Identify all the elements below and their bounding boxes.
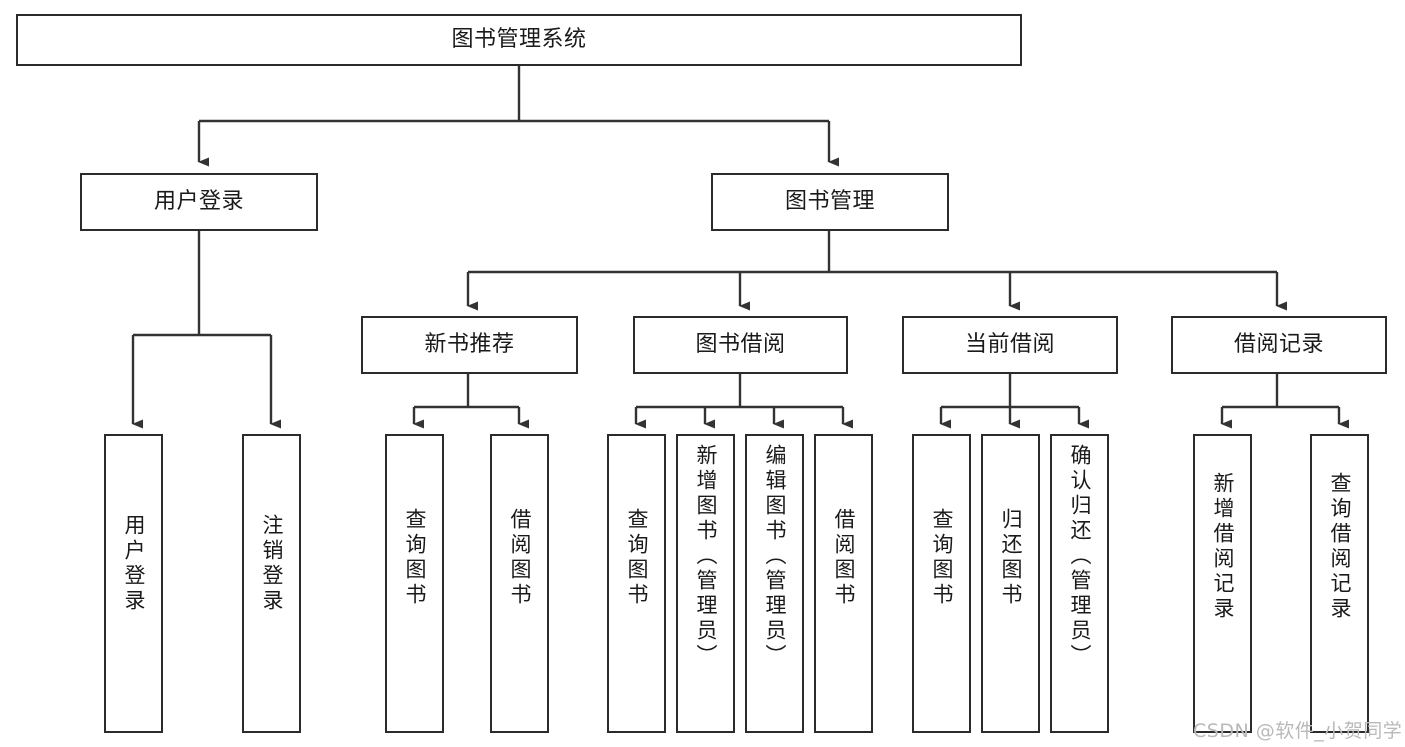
leaf-book-borrow-borrow-label: 借阅图书 <box>832 508 856 608</box>
node-borrow-record-label: 借阅记录 <box>1233 332 1324 358</box>
leaf-borrow-record-add-label: 新增借阅记录 <box>1211 472 1235 622</box>
node-book-borrow-label: 图书借阅 <box>695 332 786 358</box>
leaf-current-borrow-confirm[interactable]: 确认归还（管理员） <box>1050 434 1109 733</box>
leaf-user-login-login-label: 用户登录 <box>122 514 146 614</box>
leaf-user-login-login[interactable]: 用户登录 <box>104 434 163 733</box>
leaf-book-borrow-add-label: 新增图书（管理员） <box>694 444 718 669</box>
leaf-current-borrow-query[interactable]: 查询图书 <box>912 434 971 733</box>
node-new-book-recommend-label: 新书推荐 <box>424 332 515 358</box>
node-user-login-label: 用户登录 <box>153 189 244 215</box>
node-borrow-record[interactable]: 借阅记录 <box>1171 316 1387 374</box>
leaf-user-login-logout[interactable]: 注销登录 <box>242 434 301 733</box>
node-user-login[interactable]: 用户登录 <box>80 173 318 231</box>
node-root-system[interactable]: 图书管理系统 <box>16 14 1022 66</box>
leaf-current-borrow-return[interactable]: 归还图书 <box>981 434 1040 733</box>
leaf-book-borrow-query-label: 查询图书 <box>625 508 649 608</box>
leaf-new-book-query-label: 查询图书 <box>403 508 427 608</box>
leaf-book-borrow-edit-label: 编辑图书（管理员） <box>763 444 787 669</box>
leaf-new-book-borrow[interactable]: 借阅图书 <box>490 434 549 733</box>
leaf-book-borrow-query[interactable]: 查询图书 <box>607 434 666 733</box>
leaf-borrow-record-query[interactable]: 查询借阅记录 <box>1310 434 1369 733</box>
node-current-borrow[interactable]: 当前借阅 <box>902 316 1118 374</box>
leaf-new-book-borrow-label: 借阅图书 <box>508 508 532 608</box>
leaf-user-login-logout-label: 注销登录 <box>260 514 284 614</box>
leaf-borrow-record-add[interactable]: 新增借阅记录 <box>1193 434 1252 733</box>
node-book-manage-label: 图书管理 <box>784 189 875 215</box>
leaf-book-borrow-add[interactable]: 新增图书（管理员） <box>676 434 735 733</box>
leaf-book-borrow-borrow[interactable]: 借阅图书 <box>814 434 873 733</box>
node-root-system-label: 图书管理系统 <box>451 27 587 53</box>
leaf-book-borrow-edit[interactable]: 编辑图书（管理员） <box>745 434 804 733</box>
node-book-borrow[interactable]: 图书借阅 <box>633 316 848 374</box>
leaf-current-borrow-confirm-label: 确认归还（管理员） <box>1068 444 1092 669</box>
node-new-book-recommend[interactable]: 新书推荐 <box>361 316 578 374</box>
node-book-manage[interactable]: 图书管理 <box>711 173 949 231</box>
leaf-current-borrow-query-label: 查询图书 <box>930 508 954 608</box>
leaf-borrow-record-query-label: 查询借阅记录 <box>1328 472 1352 622</box>
leaf-new-book-query[interactable]: 查询图书 <box>385 434 444 733</box>
leaf-current-borrow-return-label: 归还图书 <box>999 508 1023 608</box>
node-current-borrow-label: 当前借阅 <box>964 332 1055 358</box>
